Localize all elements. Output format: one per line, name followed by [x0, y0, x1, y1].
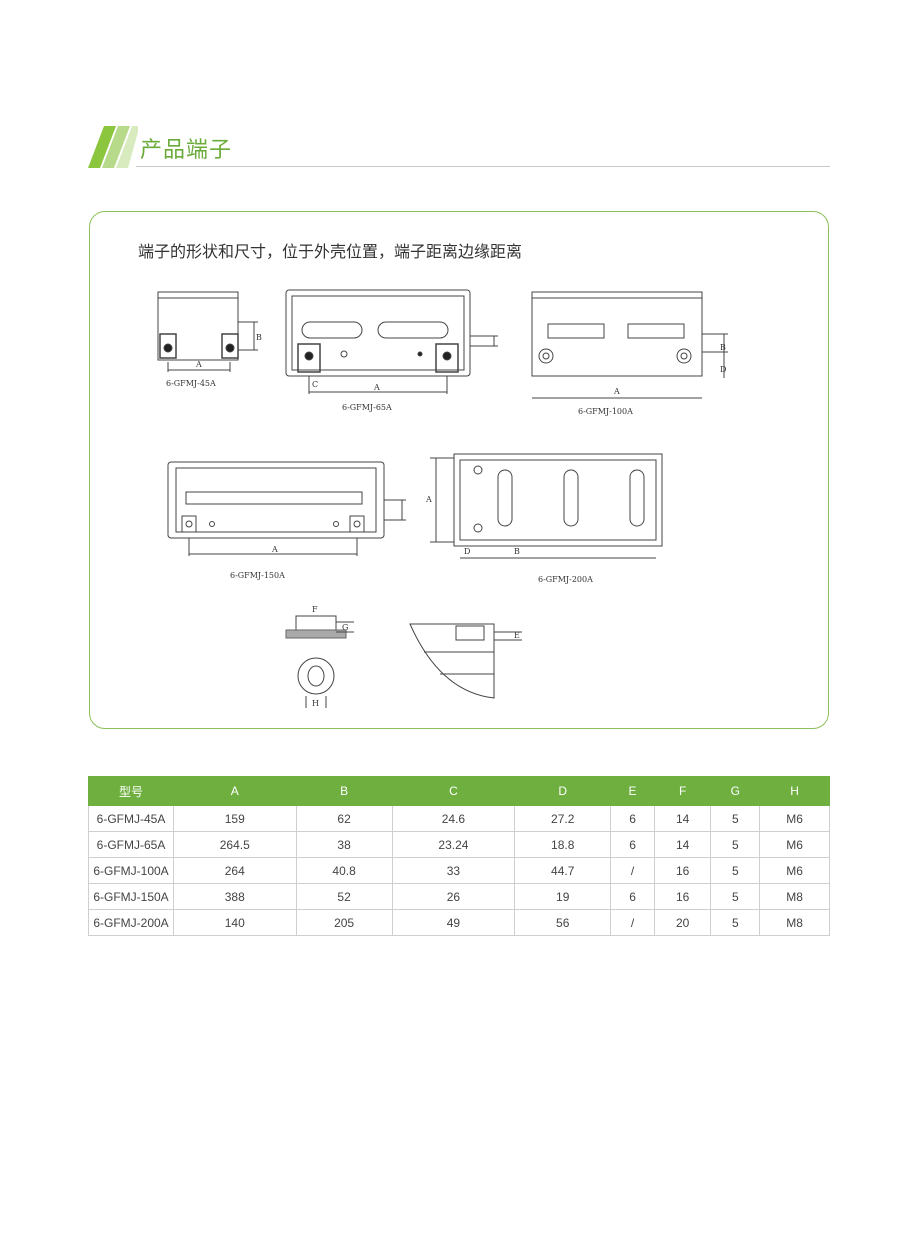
dim-label-a-150: A — [271, 545, 278, 554]
diagram-45a: B A 6-GFMJ-45A — [157, 291, 262, 388]
cell: 40.8 — [295, 857, 393, 884]
terminal-diagrams: B A 6-GFMJ-45A A C 6- — [157, 289, 728, 708]
cell: M8 — [759, 883, 830, 910]
table-row: 6-GFMJ-150A 388 52 26 19 6 16 5 M8 — [88, 883, 830, 910]
diagram-100a: B D A 6-GFMJ-100A — [531, 291, 728, 416]
cell: 5 — [710, 909, 761, 936]
cell: 62 — [295, 805, 393, 832]
cell: M8 — [759, 909, 830, 936]
model-label-150a: 6-GFMJ-150A — [230, 571, 285, 580]
cell: 14 — [653, 805, 712, 832]
cell: / — [610, 857, 655, 884]
cell: 16 — [653, 857, 712, 884]
brand-stripes-icon — [88, 126, 138, 168]
cell: 14 — [653, 831, 712, 858]
header-g: G — [710, 776, 761, 806]
cell: 19 — [514, 883, 612, 910]
dim-label-b-100: B — [720, 343, 726, 352]
cell: 5 — [710, 883, 761, 910]
dim-label-a-200: A — [425, 495, 432, 504]
cell: M6 — [759, 831, 830, 858]
cell: 56 — [514, 909, 612, 936]
table-header-row: 型号 A B C D E F G H — [88, 776, 830, 806]
cell: 5 — [710, 831, 761, 858]
cell: / — [610, 909, 655, 936]
diagram-65a: A C 6-GFMJ-65A — [285, 289, 498, 412]
dim-label-a-65: A — [373, 383, 380, 392]
terminal-detail: G F H E — [285, 605, 522, 708]
header-model: 型号 — [88, 776, 174, 806]
cell: 264.5 — [173, 831, 297, 858]
header-b: B — [295, 776, 393, 806]
header-d: D — [514, 776, 612, 806]
dim-label-d-200: D — [464, 547, 470, 556]
model-label-45a: 6-GFMJ-45A — [166, 379, 216, 388]
dim-label-b: B — [256, 333, 262, 342]
diagram-150a: A 6-GFMJ-150A — [167, 461, 406, 580]
cell: 6-GFMJ-100A — [88, 857, 174, 884]
table-row: 6-GFMJ-100A 264 40.8 33 44.7 / 16 5 M6 — [88, 857, 830, 884]
cell: 6-GFMJ-150A — [88, 883, 174, 910]
model-label-200a: 6-GFMJ-200A — [538, 575, 593, 584]
header-c: C — [391, 776, 516, 806]
model-label-65a: 6-GFMJ-65A — [342, 403, 392, 412]
cell: 44.7 — [514, 857, 612, 884]
terminal-drawing-panel: 端子的形状和尺寸，位于外壳位置，端子距离边缘距离 B A 6-GFMJ-45A — [89, 211, 829, 729]
table-row: 6-GFMJ-200A 140 205 49 56 / 20 5 M8 — [88, 909, 830, 936]
model-label-100a: 6-GFMJ-100A — [578, 407, 633, 416]
cell: 264 — [173, 857, 297, 884]
cell: 18.8 — [514, 831, 612, 858]
cell: 5 — [710, 805, 761, 832]
dim-label-a: A — [195, 360, 202, 369]
cell: 205 — [295, 909, 393, 936]
cell: 6 — [610, 831, 655, 858]
header-a: A — [173, 776, 297, 806]
cell: 49 — [391, 909, 516, 936]
table-row: 6-GFMJ-45A 159 62 24.6 27.2 6 14 5 M6 — [88, 805, 830, 832]
cell: 6-GFMJ-45A — [88, 805, 174, 832]
cell: 388 — [173, 883, 297, 910]
cell: 27.2 — [514, 805, 612, 832]
diagram-200a: A B D 6-GFMJ-200A — [425, 453, 663, 584]
cell: 6 — [610, 883, 655, 910]
cell: 5 — [710, 857, 761, 884]
header-e: E — [610, 776, 655, 806]
cell: 26 — [391, 883, 516, 910]
cell: 24.6 — [391, 805, 516, 832]
dim-label-a-100: A — [613, 387, 620, 396]
header-h: H — [759, 776, 830, 806]
panel-description: 端子的形状和尺寸，位于外壳位置，端子距离边缘距离 — [138, 242, 523, 261]
cell: 6-GFMJ-200A — [88, 909, 174, 936]
section-header: 产品端子 — [88, 126, 830, 170]
dim-label-d-100: D — [720, 365, 726, 374]
cell: 16 — [653, 883, 712, 910]
dim-label-b-200: B — [514, 547, 520, 556]
dim-label-f: F — [312, 605, 318, 614]
cell: 23.24 — [391, 831, 516, 858]
cell: 159 — [173, 805, 297, 832]
cell: 52 — [295, 883, 393, 910]
cell: 33 — [391, 857, 516, 884]
header-divider — [136, 166, 830, 167]
cell: 6 — [610, 805, 655, 832]
cell: M6 — [759, 857, 830, 884]
dim-label-e: E — [514, 631, 520, 640]
cell: M6 — [759, 805, 830, 832]
cell: 140 — [173, 909, 297, 936]
dim-label-c-65: C — [312, 380, 318, 389]
cell: 38 — [295, 831, 393, 858]
dim-label-h: H — [312, 699, 319, 708]
header-f: F — [653, 776, 712, 806]
table-row: 6-GFMJ-65A 264.5 38 23.24 18.8 6 14 5 M6 — [88, 831, 830, 858]
section-title: 产品端子 — [140, 138, 233, 163]
cell: 6-GFMJ-65A — [88, 831, 174, 858]
dim-label-g: G — [342, 623, 348, 632]
cell: 20 — [653, 909, 712, 936]
terminal-spec-table: 型号 A B C D E F G H 6-GFMJ-45A 159 62 24.… — [88, 776, 830, 936]
